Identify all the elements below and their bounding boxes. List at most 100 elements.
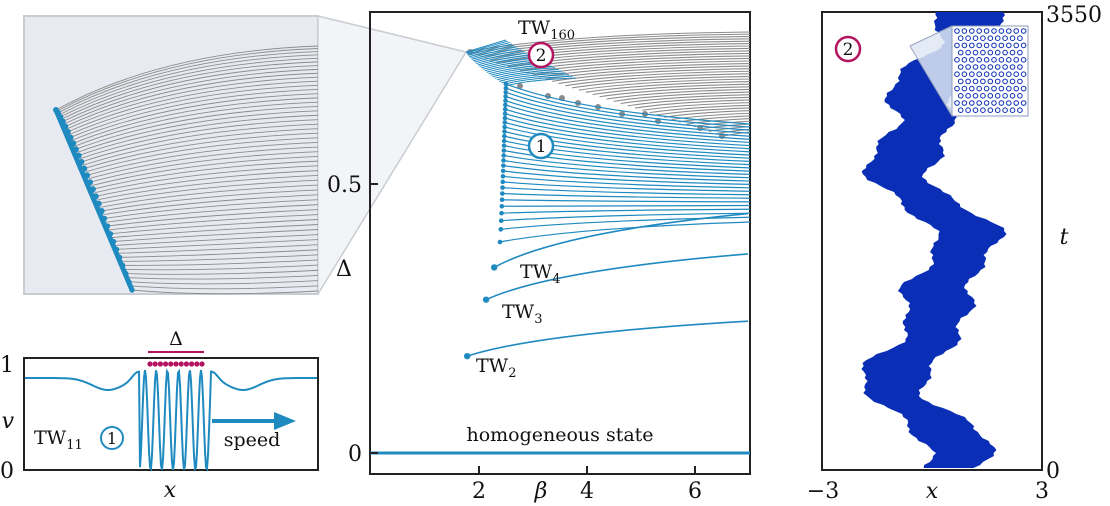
pattern-ring	[998, 100, 1005, 106]
blue-branch-tip	[470, 46, 517, 59]
gray-branch	[538, 63, 751, 78]
zoom-branch	[87, 141, 319, 176]
pattern-ring	[965, 93, 971, 99]
profile-dot	[163, 361, 169, 367]
pattern-ring	[983, 71, 990, 77]
zoom-branch	[94, 165, 319, 194]
blue-branch-endpoint	[501, 148, 507, 153]
blue-branch-endpoint	[502, 124, 507, 130]
pattern-inset	[951, 25, 1029, 117]
zoom-branch	[101, 189, 319, 212]
profile-y-tick-1: 1	[0, 353, 14, 378]
zoom-branch	[63, 68, 319, 125]
gray-branch	[613, 91, 751, 102]
pattern-ring	[965, 35, 971, 42]
pattern-ring	[976, 42, 983, 49]
profile-dot	[147, 361, 153, 367]
pattern-ring	[1013, 42, 1020, 49]
delta-label: Δ	[169, 328, 183, 350]
density-band	[861, 12, 1007, 468]
blue-branch-tip	[492, 67, 556, 78]
pattern-ring	[954, 42, 960, 49]
blue-branch-tip	[465, 39, 507, 53]
zoom-branch	[62, 65, 319, 122]
pattern-ring	[1006, 71, 1012, 77]
pattern-ring	[980, 64, 986, 70]
zoom-branch	[81, 123, 319, 163]
pattern-ring	[969, 57, 975, 63]
blue-branch	[505, 83, 751, 125]
pattern-ring	[1020, 100, 1027, 106]
zoom-branch	[71, 93, 319, 141]
gray-branch	[627, 96, 751, 107]
pattern-ring	[969, 85, 975, 92]
blue-branch	[501, 204, 751, 207]
gray-branch	[606, 88, 751, 100]
blue-branch-tip	[479, 55, 534, 67]
x-tick-4: 4	[580, 479, 594, 504]
zoom-branch	[119, 249, 319, 258]
zoom-branch	[107, 209, 319, 227]
pattern-ring	[976, 28, 983, 34]
pattern-ring	[991, 85, 997, 92]
profile-plot: Δ 1 0 v x TW11 1 speed	[0, 328, 319, 503]
series-line-TW2	[466, 320, 749, 357]
pattern-ring	[1013, 71, 1020, 77]
blue-branch-endpoint	[502, 115, 508, 121]
gray-branch	[723, 131, 751, 137]
zoom-branch	[67, 80, 319, 133]
blue-branch	[501, 208, 751, 214]
pattern-ring	[972, 35, 979, 42]
spacetime-x-label: x	[926, 479, 939, 504]
gray-branch	[507, 50, 751, 68]
blue-branch-endpoint	[503, 94, 508, 99]
zoom-branch	[89, 151, 319, 183]
pattern-ring	[987, 78, 994, 85]
profile-dot	[168, 361, 174, 367]
pattern-ring	[1002, 64, 1008, 70]
pattern-ring	[1006, 100, 1012, 106]
pattern-ring	[1020, 85, 1027, 92]
pattern-ring	[1002, 107, 1008, 113]
pattern-ring	[1002, 35, 1008, 42]
profile-dot	[173, 361, 179, 367]
pattern-ring	[961, 100, 968, 106]
zoom-branch	[127, 274, 319, 280]
blue-branch-endpoint	[502, 129, 507, 134]
pattern-ring	[994, 107, 1001, 113]
pattern-ring	[972, 49, 979, 56]
pattern-ring	[965, 78, 971, 85]
blue-branch	[504, 126, 751, 156]
y-tick-0: 0	[348, 442, 362, 467]
pattern-ring	[987, 93, 994, 99]
blue-branch-tip	[505, 77, 577, 87]
blue-branch-tip	[503, 75, 573, 85]
pattern-ring	[1017, 64, 1023, 70]
pattern-ring	[994, 64, 1001, 70]
y-axis-label: Δ	[336, 257, 352, 282]
blue-branch-tip	[472, 49, 522, 62]
blue-branch-endpoint	[503, 98, 508, 103]
zoom-branch	[56, 48, 319, 112]
blue-branch-endpoint	[498, 227, 504, 232]
blue-branch	[505, 108, 751, 144]
blue-branch-endpoint	[500, 179, 506, 185]
pattern-ring	[987, 35, 994, 42]
zoom-branch	[113, 229, 319, 242]
pattern-ring	[1020, 71, 1027, 77]
pattern-ring	[1013, 85, 1020, 92]
pattern-ring	[1002, 78, 1008, 85]
blue-branch-endpoint	[502, 106, 508, 112]
gray-branch	[701, 123, 751, 130]
zoom-branch	[128, 280, 319, 285]
blue-branch	[503, 170, 751, 186]
pattern-ring	[965, 107, 971, 113]
pattern-ring	[998, 85, 1005, 92]
blue-branch-tip	[469, 44, 515, 58]
zoom-branch	[65, 72, 319, 127]
pattern-ring	[972, 64, 979, 70]
blue-branch	[499, 221, 751, 243]
gray-branch	[671, 112, 751, 121]
zoom-branch	[84, 132, 319, 170]
